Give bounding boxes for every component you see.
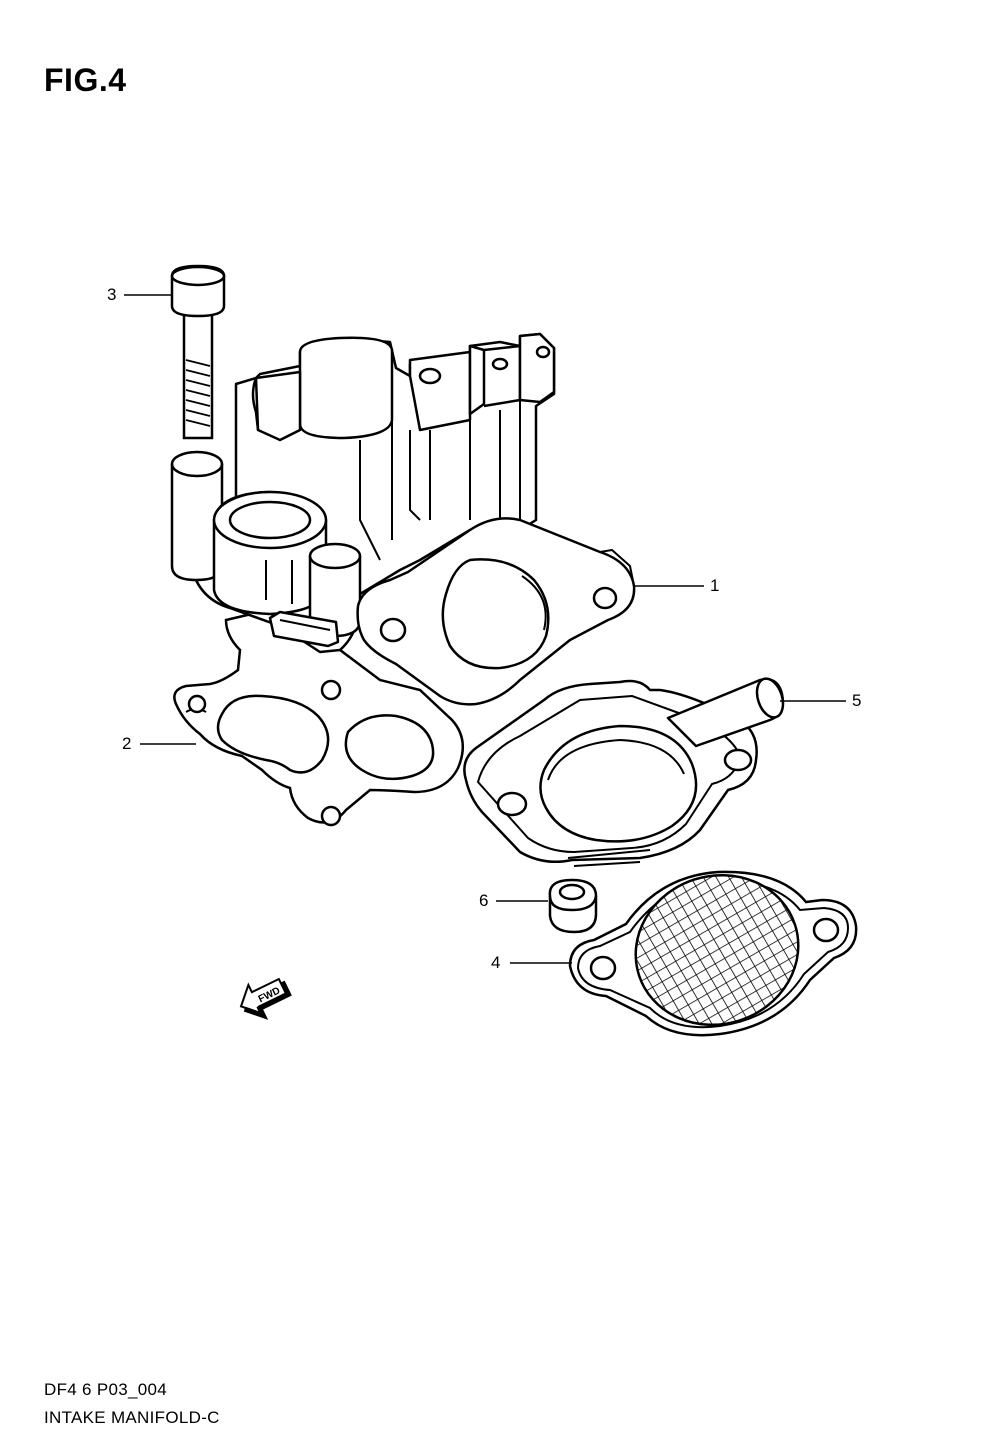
bolt-part <box>172 266 224 438</box>
figure-title: FIG.4 <box>44 62 127 98</box>
collar-part <box>550 880 596 932</box>
manifold-gasket-part <box>174 612 462 825</box>
callout-3: 3 <box>107 285 117 304</box>
callout-1: 1 <box>710 576 720 595</box>
fwd-arrow-icon: FWD <box>234 971 292 1023</box>
screen-gasket-part <box>570 854 856 1045</box>
drawing-name: INTAKE MANIFOLD-C <box>44 1408 220 1427</box>
drawing-code: DF4 6 P03_004 <box>44 1380 167 1399</box>
leader-lines <box>124 295 846 963</box>
callout-5: 5 <box>852 691 862 710</box>
callout-6: 6 <box>479 891 489 910</box>
intake-manifold-part <box>172 334 634 704</box>
callout-4: 4 <box>491 953 501 972</box>
callout-2: 2 <box>122 734 132 753</box>
insulator-part <box>464 675 787 866</box>
